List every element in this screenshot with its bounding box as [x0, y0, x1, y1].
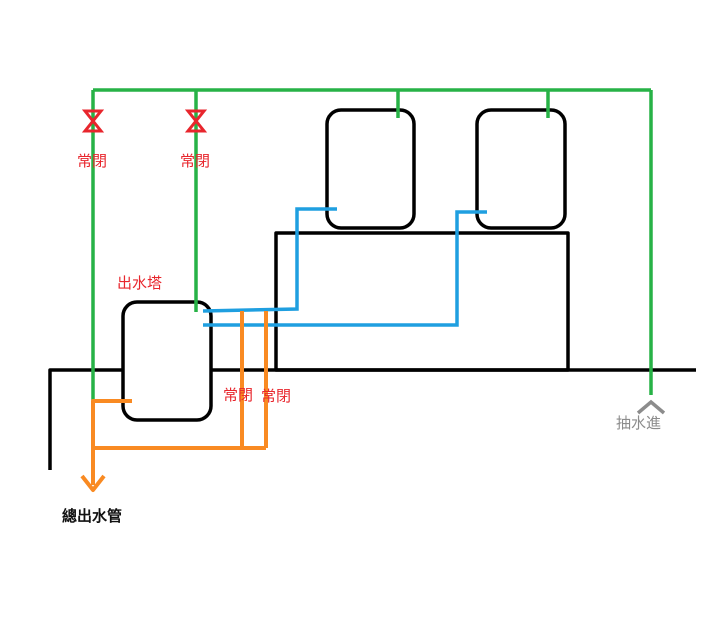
roof-tank-left [325, 108, 416, 230]
outlet-tower-tank [121, 300, 213, 422]
valve-1-icon [81, 109, 105, 133]
blue-pipes [202, 207, 487, 327]
valve-2-label: 常閉 [180, 152, 211, 170]
roof-tank-right [475, 108, 567, 230]
orange-arrow-head-icon [80, 474, 106, 492]
main-outlet-label: 總出水管 [62, 507, 123, 525]
pump-inlet-label: 抽水進 [616, 414, 662, 432]
valve-1-label: 常閉 [77, 152, 108, 170]
outlet-tower-label: 出水塔 [117, 274, 163, 292]
valve-4-label: 常閉 [261, 387, 292, 405]
pump-inlet-icon [636, 399, 666, 415]
blue-pipe-lower [203, 210, 487, 327]
valve-3-label: 常閉 [223, 386, 254, 404]
platform [274, 231, 570, 372]
structures [48, 108, 696, 470]
orange-tank-outlet [91, 399, 132, 485]
valve-2-icon [184, 109, 208, 133]
orange-pipes [80, 311, 268, 492]
blue-pipe-upper [202, 207, 337, 313]
green-pipes [91, 88, 653, 400]
